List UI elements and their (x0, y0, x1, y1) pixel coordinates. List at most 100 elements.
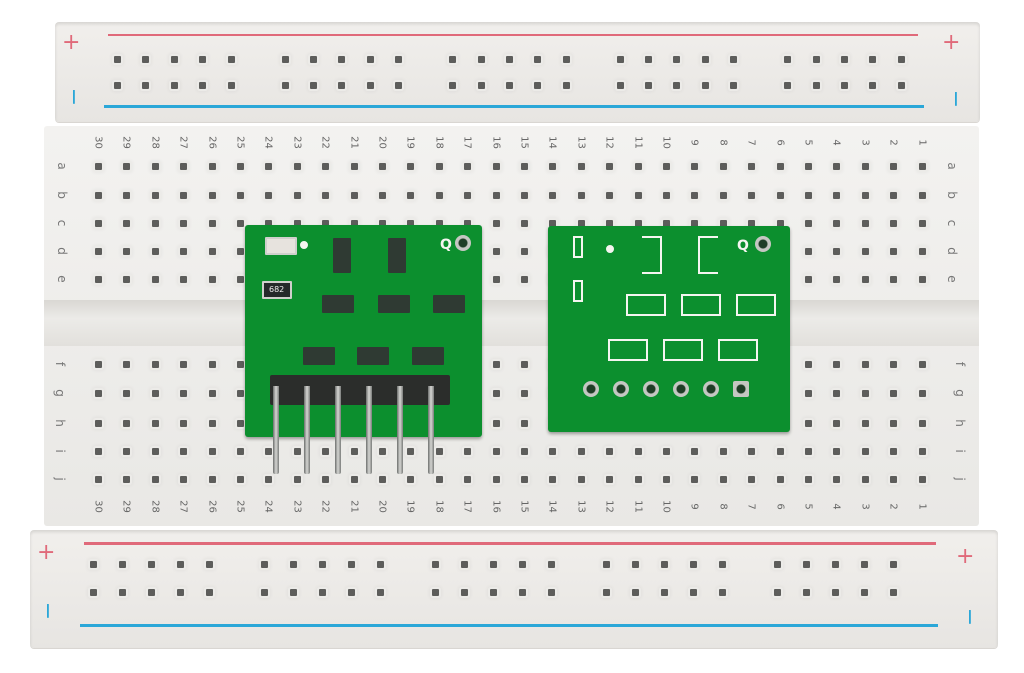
pin-header-6 (270, 375, 450, 405)
column-number: 21 (348, 136, 360, 149)
bottom-rail-minus-right: − (957, 607, 983, 627)
front-mount-hole (455, 235, 471, 251)
terminal-hole (861, 220, 869, 227)
terminal-hole (180, 248, 188, 255)
terminal-hole (918, 448, 926, 455)
terminal-hole (123, 420, 131, 427)
terminal-hole (350, 476, 358, 483)
rail-hole (890, 561, 898, 568)
rail-hole (897, 56, 905, 63)
rail-hole (432, 589, 440, 596)
terminal-hole (95, 390, 102, 397)
column-number: 5 (802, 503, 814, 510)
terminal-hole (918, 192, 926, 199)
rail-hole (449, 82, 457, 89)
terminal-hole (776, 476, 784, 483)
terminal-hole (577, 448, 585, 455)
rail-hole (562, 82, 570, 89)
terminal-hole (180, 192, 188, 199)
top-rail-positive-line (108, 34, 918, 36)
row-letter: d (945, 247, 959, 255)
column-number: 29 (120, 136, 132, 149)
column-number: 9 (688, 139, 700, 146)
terminal-hole (151, 248, 159, 255)
column-number: 18 (433, 136, 445, 149)
rail-hole (261, 589, 269, 596)
terminal-hole (861, 163, 869, 170)
rail-hole (142, 82, 150, 89)
terminal-hole (691, 448, 699, 455)
column-number: 27 (177, 500, 189, 513)
column-number: 2 (887, 503, 899, 510)
terminal-hole (606, 448, 614, 455)
terminal-hole (95, 476, 102, 483)
rail-hole (519, 561, 527, 568)
terminal-hole (634, 192, 642, 199)
terminal-hole (549, 163, 557, 170)
terminal-hole (918, 361, 926, 368)
pad-outline-1 (573, 236, 583, 258)
terminal-hole (123, 163, 131, 170)
bottom-rail-negative-line (80, 624, 938, 627)
rail-hole (841, 82, 849, 89)
top-rail-minus-left: − (61, 87, 87, 107)
terminal-hole (861, 276, 869, 283)
rail-hole (562, 56, 570, 63)
terminal-hole (719, 192, 727, 199)
terminal-hole (748, 192, 756, 199)
terminal-hole (606, 192, 614, 199)
row-letter: f (953, 361, 967, 367)
column-number: 28 (149, 136, 161, 149)
terminal-hole (634, 476, 642, 483)
terminal-hole (833, 192, 841, 199)
top-rail-minus-right: − (943, 89, 969, 109)
transistor-q2 (388, 238, 406, 273)
footprint-q4 (681, 294, 721, 316)
column-number: 1 (916, 139, 928, 146)
terminal-hole (322, 192, 330, 199)
terminal-hole (861, 476, 869, 483)
terminal-hole (861, 248, 869, 255)
terminal-hole (95, 361, 102, 368)
rail-hole (603, 561, 611, 568)
terminal-hole (890, 476, 898, 483)
terminal-hole (350, 163, 358, 170)
terminal-hole (833, 220, 841, 227)
column-number: 3 (859, 503, 871, 510)
terminal-hole (776, 192, 784, 199)
column-number: 6 (774, 139, 786, 146)
terminal-hole (237, 361, 244, 368)
terminal-hole (237, 163, 244, 170)
column-number: 16 (490, 500, 502, 513)
terminal-hole (293, 163, 301, 170)
transistor-q1 (333, 238, 351, 273)
terminal-hole (663, 476, 670, 483)
column-number: 24 (262, 136, 274, 149)
row-letter: d (55, 247, 69, 255)
terminal-hole (379, 163, 386, 170)
terminal-hole (208, 192, 216, 199)
terminal-hole (407, 220, 415, 227)
terminal-hole (577, 220, 585, 227)
rail-hole (616, 56, 624, 63)
terminal-hole (95, 448, 102, 455)
terminal-hole (606, 220, 614, 227)
rail-hole (281, 82, 289, 89)
terminal-hole (833, 276, 841, 283)
footprint-q7 (663, 339, 703, 361)
terminal-hole (237, 448, 244, 455)
rail-hole (632, 561, 640, 568)
rail-hole (461, 561, 469, 568)
terminal-hole (492, 276, 500, 283)
rail-hole (661, 561, 669, 568)
terminal-hole (748, 220, 756, 227)
terminal-hole (123, 276, 131, 283)
terminal-hole (890, 192, 898, 199)
rail-hole (348, 561, 356, 568)
terminal-hole (95, 276, 102, 283)
terminal-hole (833, 420, 841, 427)
terminal-hole (435, 163, 443, 170)
footprint-q5 (736, 294, 776, 316)
terminal-hole (748, 448, 756, 455)
rail-hole (114, 82, 121, 89)
